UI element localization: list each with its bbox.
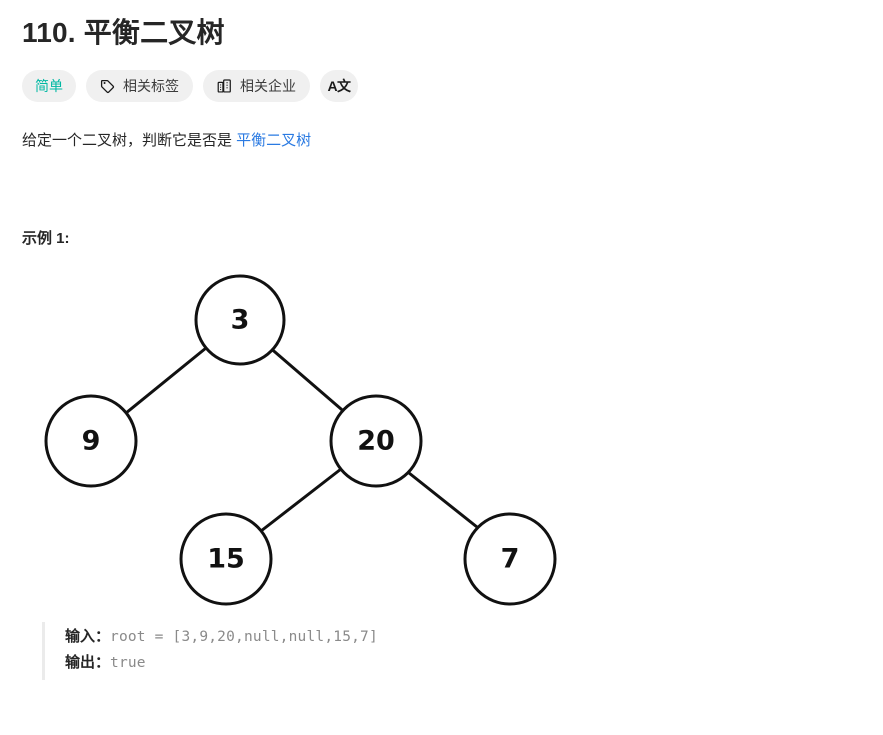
example-block: 输入：root = [3,9,20,null,null,15,7] 输出：tru… xyxy=(42,622,863,680)
tree-node-9: 9 xyxy=(44,394,138,488)
tag-icon xyxy=(100,78,116,94)
tree-node-label: 3 xyxy=(231,305,250,336)
page-title: 110. 平衡二叉树 xyxy=(22,17,225,48)
difficulty-label: 简单 xyxy=(35,78,63,94)
tree-node-label: 7 xyxy=(501,544,520,575)
tree-node-label: 15 xyxy=(207,544,245,575)
tree-node-15: 15 xyxy=(179,512,273,606)
language-toggle-icon: A文 xyxy=(327,78,351,94)
language-toggle-button[interactable]: A文 xyxy=(320,70,358,102)
tree-edges xyxy=(124,344,484,533)
example-output-label: 输出： xyxy=(65,654,111,671)
example-output-line: 输出：true xyxy=(65,650,863,676)
balanced-binary-tree-link[interactable]: 平衡二叉树 xyxy=(236,132,312,149)
tree-node-3: 3 xyxy=(194,274,286,366)
tree-node-7: 7 xyxy=(463,512,557,606)
example-output-value: true xyxy=(110,655,146,671)
example-input-label: 输入： xyxy=(65,628,111,645)
company-building-icon xyxy=(217,78,233,94)
edge-root-left xyxy=(124,346,208,415)
binary-tree-diagram: 3 9 20 15 7 xyxy=(22,262,582,612)
tree-node-20: 20 xyxy=(329,394,423,488)
description-text: 给定一个二叉树，判断它是否是 xyxy=(22,132,237,149)
edge-right-rright xyxy=(402,467,484,533)
related-tags-button[interactable]: 相关标签 xyxy=(86,70,193,102)
edge-root-right xyxy=(266,344,350,417)
example-input-value: root = [3,9,20,null,null,15,7] xyxy=(110,629,378,645)
related-companies-label: 相关企业 xyxy=(240,78,296,94)
related-companies-button[interactable]: 相关企业 xyxy=(203,70,310,102)
tree-node-label: 20 xyxy=(357,426,395,457)
problem-page: 110. 平衡二叉树 简单 相关标签 xyxy=(20,17,863,680)
problem-description: 给定一个二叉树，判断它是否是 平衡二叉树 xyxy=(20,129,863,153)
tree-nodes: 3 9 20 15 7 xyxy=(44,274,557,606)
related-tags-label: 相关标签 xyxy=(123,78,179,94)
edge-right-rleft xyxy=(259,467,343,533)
difficulty-badge[interactable]: 简单 xyxy=(22,70,76,102)
example-heading: 示例 1: xyxy=(22,230,70,247)
example-input-line: 输入：root = [3,9,20,null,null,15,7] xyxy=(65,624,863,650)
badge-row: 简单 相关标签 xyxy=(20,70,863,102)
tree-node-label: 9 xyxy=(82,426,101,457)
